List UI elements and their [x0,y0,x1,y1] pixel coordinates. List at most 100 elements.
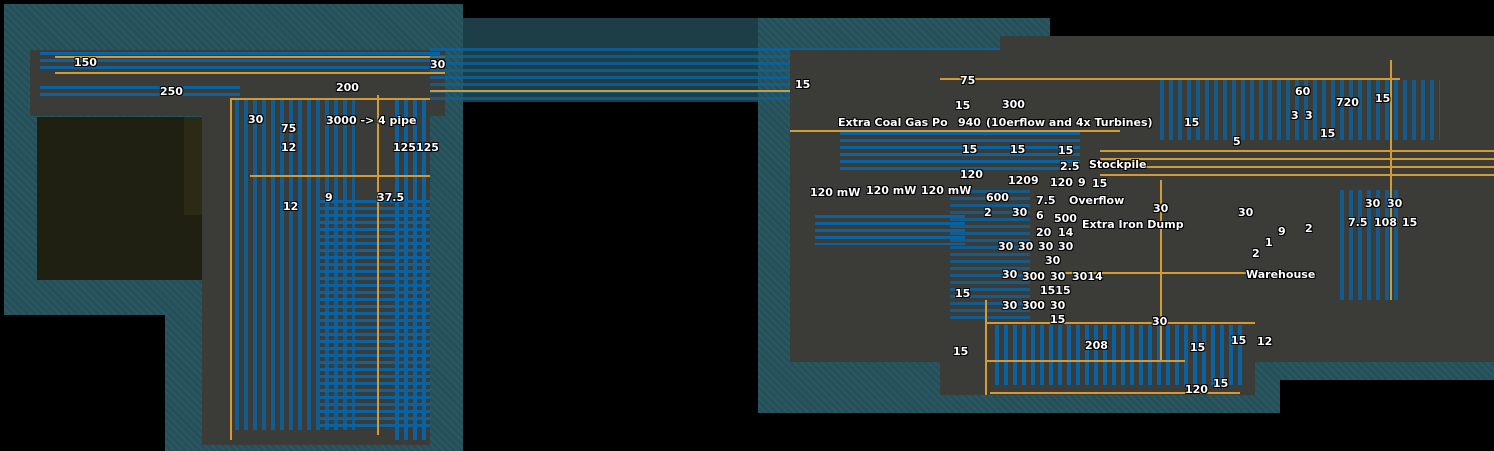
map-tag[interactable]: 300 [1002,98,1025,111]
map-tag[interactable]: 12 [281,141,297,154]
map-tag[interactable]: Overflow [1069,194,1125,207]
map-tag[interactable]: Extra Iron Dump [1082,218,1184,231]
pipe [55,56,445,58]
map-tag[interactable]: 30 [1058,240,1074,253]
map-tag[interactable]: 120 [1050,176,1073,189]
map-tag[interactable]: 1 [1265,236,1273,249]
pipe [1100,158,1494,160]
map-tag[interactable]: 12 [1257,335,1273,348]
map-tag[interactable]: 3014 [1072,270,1103,283]
map-tag[interactable]: 300 [1022,270,1045,283]
map-tag[interactable]: 30 [1153,202,1169,215]
map-tag[interactable]: 20 [1036,226,1052,239]
void-top-right [1050,0,1494,36]
map-tag[interactable]: 30 [248,113,264,126]
map-tag[interactable]: 30 [1365,197,1381,210]
map-tag[interactable]: 30 [1050,299,1066,312]
map-tag[interactable]: 15 [1190,341,1206,354]
map-tag[interactable]: 7.5 [1348,216,1368,229]
pipe [985,300,987,395]
map-tag[interactable]: 30 [1045,254,1061,267]
map-tag[interactable]: 15 [1213,377,1229,390]
map-tag[interactable]: 125125 [393,141,439,154]
map-tag[interactable]: 500 [1054,212,1077,225]
map-tag[interactable]: 15 [1050,313,1066,326]
map-tag[interactable]: 120 [1185,383,1208,396]
map-tag[interactable]: 30 [1152,315,1168,328]
pipe [430,90,800,92]
map-tag[interactable]: 30 [1018,240,1034,253]
map-tag[interactable]: 15 [1010,143,1026,156]
map-tag[interactable]: Stockpile [1089,158,1147,171]
map-tag[interactable]: Extra Coal Gas Po [838,116,948,129]
map-tag[interactable]: 120 mW [810,186,861,199]
map-tag[interactable]: 15 [1184,116,1200,129]
belt-rows-power [840,132,1080,172]
map-tag[interactable]: 720 [1336,96,1359,109]
map-tag[interactable]: 30 [998,240,1014,253]
olive-area-edge [184,117,202,215]
map-tag[interactable]: 15 [1375,92,1391,105]
map-tag[interactable]: 300 [1022,299,1045,312]
map-tag[interactable]: 7.5 [1036,194,1056,207]
pipe [230,100,232,440]
map-tag[interactable]: 30 [1002,299,1018,312]
map-tag[interactable]: 15 [955,99,971,112]
map-tag[interactable]: 2 [984,206,992,219]
map-tag[interactable]: 1515 [1040,284,1071,297]
map-tag[interactable]: 30 [1238,206,1254,219]
right-base-upper-floor [1000,36,1494,56]
map-tag[interactable]: 3000 -> 4 pipe [326,114,417,127]
map-tag[interactable]: 120 [960,168,983,181]
map-tag[interactable]: 6 [1036,209,1044,222]
map-tag[interactable]: 14 [1058,226,1074,239]
map-tag[interactable]: 30 [1038,240,1054,253]
map-tag[interactable]: 15 [1231,334,1247,347]
belt-lane-top [40,52,440,70]
map-tag[interactable]: 15 [1092,177,1108,190]
map-tag[interactable]: 250 [160,85,183,98]
map-tag[interactable]: 12 [283,200,299,213]
map-tag[interactable]: 200 [336,81,359,94]
map-tag[interactable]: 15 [955,287,971,300]
map-tag[interactable]: 30 [1012,206,1028,219]
map-tag[interactable]: 2 [1252,247,1260,260]
map-tag[interactable]: 15 [795,78,811,91]
map-tag[interactable]: 5 [1233,135,1241,148]
map-tag[interactable]: 75 [960,74,976,87]
map-tag[interactable]: 1209 [1008,174,1039,187]
map-tag[interactable]: 30 [1002,268,1018,281]
map-tag[interactable]: 9 [1278,225,1286,238]
map-tag[interactable]: 2.5 [1060,160,1080,173]
map-tag[interactable]: Warehouse [1246,268,1316,281]
map-tag[interactable]: 30 [1050,270,1066,283]
map-tag[interactable]: 30 [430,58,446,71]
map-tag[interactable]: 60 [1295,85,1311,98]
map-tag[interactable]: 9 [1078,176,1086,189]
map-tag[interactable]: 15 [953,345,969,358]
pipe [230,98,430,100]
map-tag[interactable]: 3 [1305,109,1313,122]
map-tag[interactable]: 3 [1291,109,1299,122]
map-tag[interactable]: (10erflow and 4x Turbines) [986,116,1153,129]
map-tag[interactable]: 15 [1402,216,1418,229]
belt-rows-west [815,215,965,245]
map-tag[interactable]: 600 [986,191,1009,204]
olive-area [37,117,202,280]
map-tag[interactable]: 940 [958,116,981,129]
map-tag[interactable]: 2 [1305,222,1313,235]
map-tag[interactable]: 30 [1387,197,1403,210]
pipe [377,95,379,435]
map-tag[interactable]: 15 [962,143,978,156]
map-tag[interactable]: 75 [281,122,297,135]
map-tag[interactable]: 37.5 [377,191,405,204]
map-tag[interactable]: 108 [1374,216,1397,229]
map-tag[interactable]: 15 [1058,144,1074,157]
map-tag[interactable]: 208 [1085,339,1108,352]
map-tag[interactable]: 150 [74,56,97,69]
map-tag[interactable]: 120 mW [866,184,917,197]
map-tag[interactable]: 15 [1320,127,1336,140]
map-tag[interactable]: 9 [325,191,333,204]
map-tag[interactable]: 120 mW [921,184,972,197]
pipe [985,322,1255,324]
